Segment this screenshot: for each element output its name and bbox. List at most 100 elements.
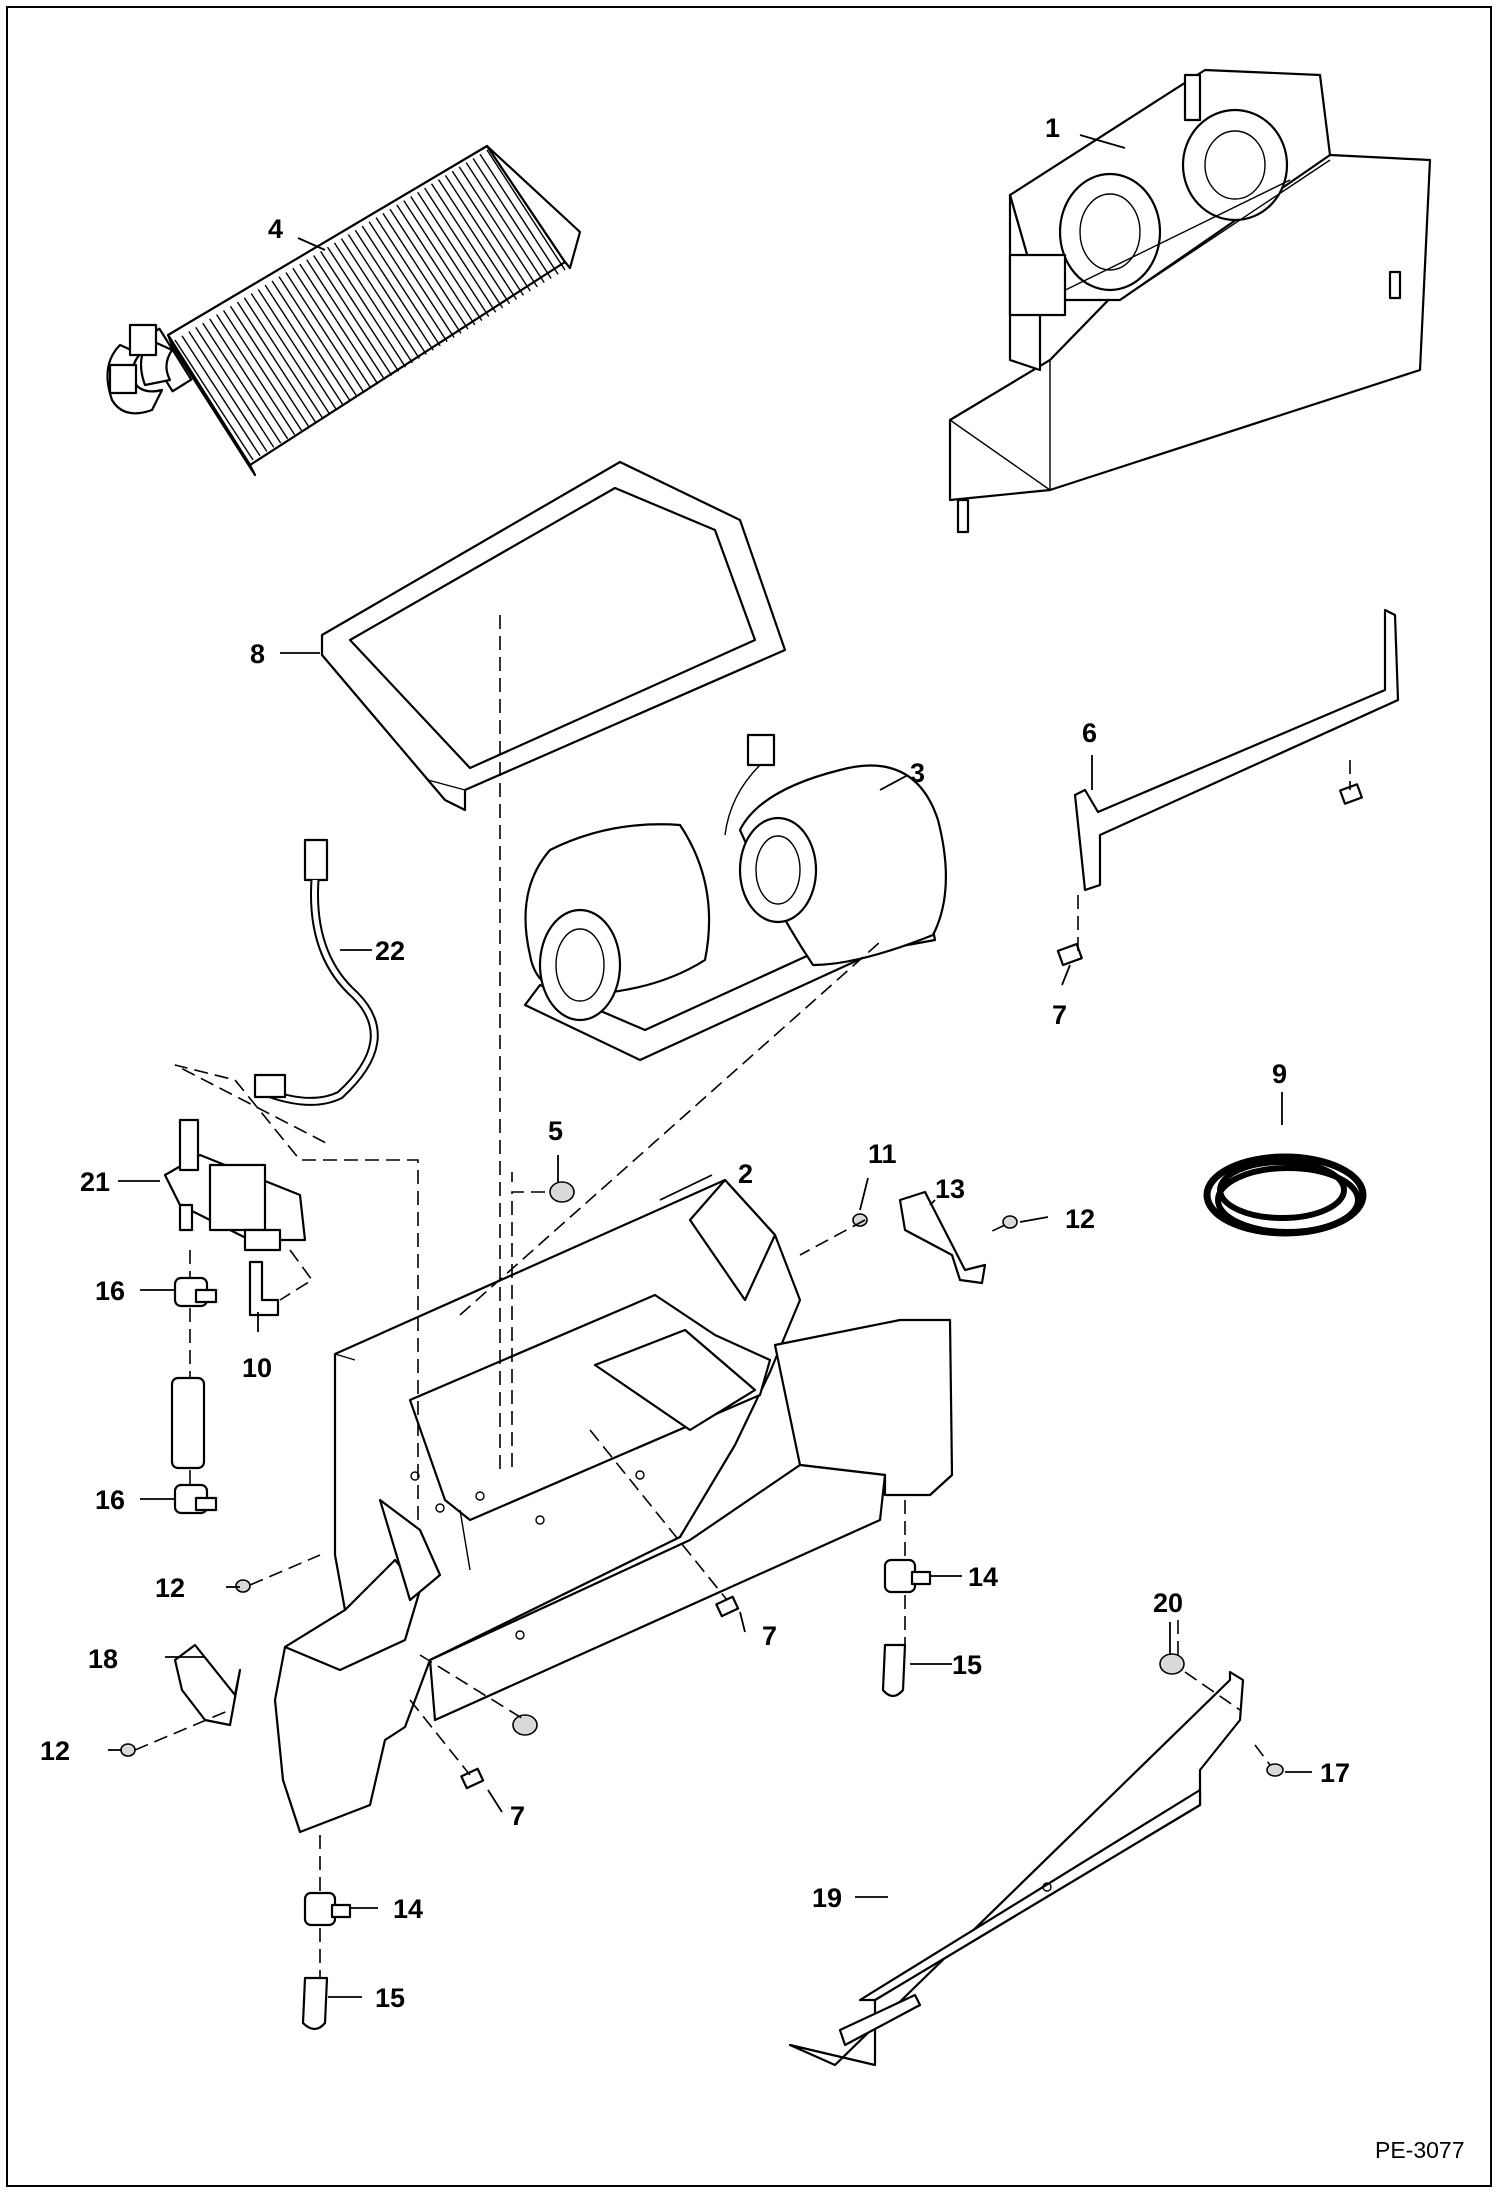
callout-leaders [108,134,1312,1998]
main-housing-part [273,1178,954,1834]
rear-bracket-part [1056,608,1400,967]
heater-core-fin [458,166,538,288]
wiring-harness-part [253,838,379,1106]
heater-core-fin [333,242,414,364]
clip-hardware [460,1595,1185,1790]
heater-core-fin [479,153,559,275]
callout-12-right: 12 [1065,1204,1095,1234]
spacer-left-part [301,1976,329,2031]
callout-14-left: 14 [393,1894,423,1924]
heater-core-fin [326,246,407,368]
heater-core-fin [375,217,455,338]
heater-core-fin [195,326,275,448]
blower-housing-assembly-part [948,68,1432,534]
heater-core-fin [396,204,476,326]
callout-9: 9 [1272,1059,1287,1089]
heater-core-fin [278,276,358,398]
heater-core-fin [243,297,323,419]
callout-2: 2 [738,1159,753,1189]
callout-5: 5 [548,1116,563,1146]
heater-core-fin [202,322,282,444]
blower-motor-part [523,733,947,1062]
heater-core-fin [451,170,531,292]
callout-3: 3 [910,758,925,788]
callout-15-left: 15 [375,1983,405,2013]
callout-7-bracket: 7 [1052,1000,1067,1030]
callout-18: 18 [88,1644,118,1674]
spacer-right-part [881,1643,907,1698]
heater-core-fin [320,250,400,372]
heater-core-fin [486,149,566,271]
callout-10: 10 [242,1353,272,1383]
heater-core-fin [417,191,497,313]
heater-core-fin [382,212,462,334]
callout-labels: 1 2 3 4 5 6 7 7 7 8 9 10 11 12 12 12 13 … [40,113,1350,2013]
heater-core-fin [299,263,379,385]
heater-core-fin [285,272,365,393]
heater-core-fin [313,255,393,376]
callout-7-housing-center: 7 [762,1621,777,1651]
heater-core-fin [347,234,427,355]
callout-22: 22 [375,936,405,966]
small-bracket-part [248,1260,280,1317]
callout-13: 13 [935,1174,965,1204]
heater-core-fin [403,200,483,322]
callout-1: 1 [1045,113,1060,143]
heater-core-fin [361,225,441,347]
side-bracket-part [898,1190,987,1285]
cover-part [788,1670,1245,2067]
assembly-dash-lines [134,615,1351,1978]
grommet-part [512,1181,575,1736]
heater-core-fin [188,331,268,452]
callout-7-housing-lower: 7 [510,1801,525,1831]
callout-15-right: 15 [952,1650,982,1680]
actuator-part [163,1118,307,1252]
callout-16-upper: 16 [95,1276,125,1306]
callout-4: 4 [268,214,283,244]
callout-12-left-lower: 12 [40,1736,70,1766]
heater-core-fin [216,314,296,436]
heater-core-fin [236,301,316,423]
callout-8: 8 [250,639,265,669]
heater-core-fin [181,335,261,457]
callout-14-right: 14 [968,1562,998,1592]
heater-core-fin [444,174,524,296]
heater-core-part [106,144,582,477]
heater-core-fin [222,310,303,431]
callout-21: 21 [80,1167,110,1197]
heater-core-fin [430,183,511,305]
callout-16-lower: 16 [95,1485,125,1515]
heater-core-fin [340,238,420,360]
heater-core-fin [174,339,254,461]
callout-11: 11 [868,1139,897,1169]
heater-core-fin [209,318,289,440]
heater-core-fin [264,284,344,406]
heater-core-fin [271,280,351,402]
heater-core-fin [292,267,372,389]
left-bracket-part [173,1643,242,1727]
heater-core-fin [368,221,448,343]
callout-12-left-upper: 12 [155,1573,185,1603]
heater-core-fin [472,158,552,279]
heater-core-fin [354,229,434,351]
heater-core-fin [424,187,504,309]
heater-core-fin [229,305,310,427]
callout-6: 6 [1082,718,1097,748]
hose-section-part [170,1376,206,1470]
heater-core-fin [410,196,490,317]
heater-core-fin [389,208,469,330]
callout-17: 17 [1320,1758,1350,1788]
callout-20: 20 [1153,1588,1183,1618]
document-id: PE-3077 [1375,2137,1465,2163]
heater-core-fin [306,259,386,381]
filter-frame-part [320,460,787,812]
heater-core-fin [437,179,518,300]
heater-core-fin [250,293,330,414]
heater-core-fin [257,288,337,410]
hose-coil-part [1203,1153,1367,1237]
callout-19: 19 [812,1883,842,1913]
isolator-right-part [883,1558,932,1594]
isolator-left-part [303,1891,352,1927]
hose-clamp-upper-part [173,1276,218,1308]
